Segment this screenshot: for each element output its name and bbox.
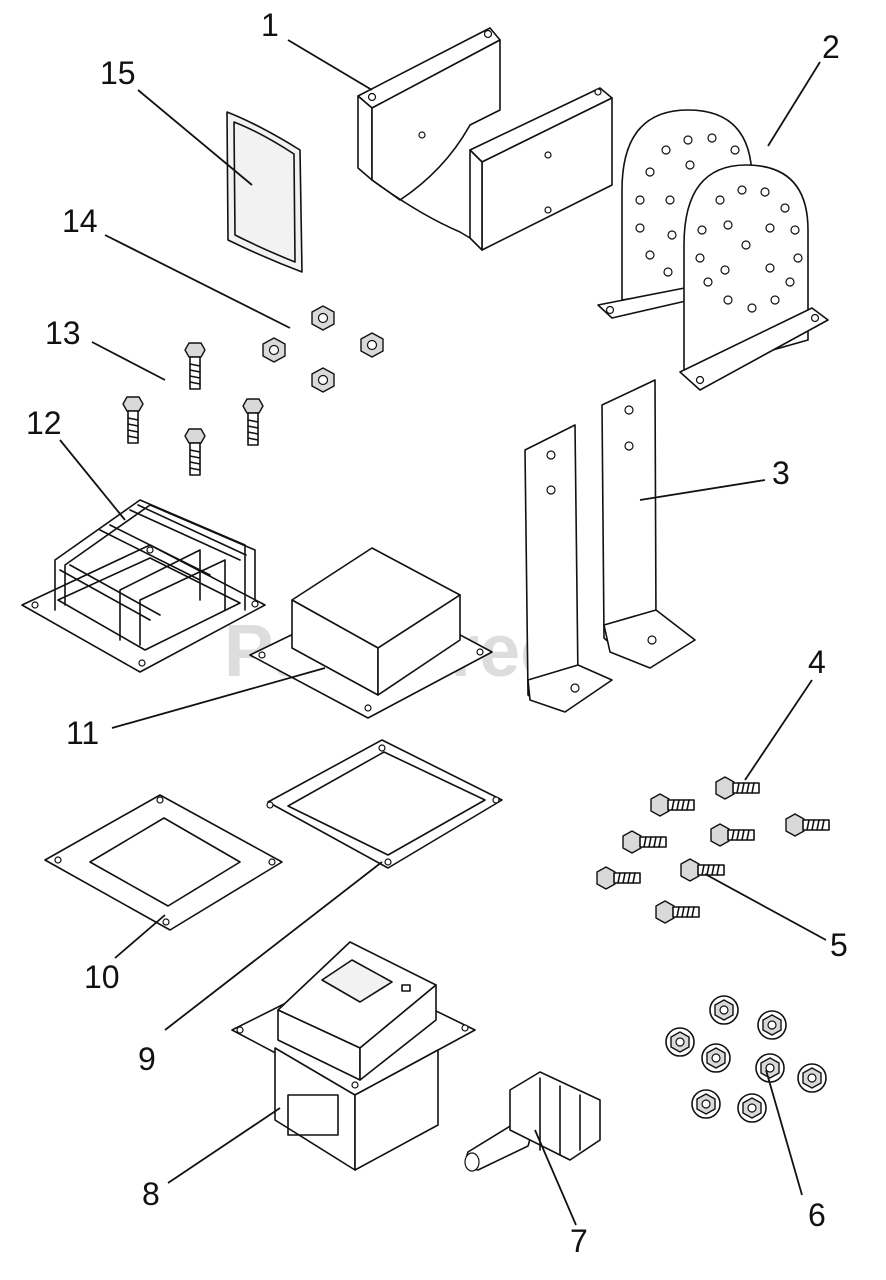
part-12-wire-guard (21, 499, 266, 673)
part-3-l-brackets (524, 379, 696, 713)
part-15-label (226, 111, 303, 273)
part-1-mounting-bracket (357, 27, 613, 251)
callout-4: 4 (808, 644, 826, 680)
part-9-gasket (266, 739, 503, 869)
callout-14: 14 (62, 203, 98, 239)
callout-9: 9 (138, 1041, 156, 1077)
callout-15: 15 (100, 55, 136, 91)
callout-6: 6 (808, 1197, 826, 1233)
callout-10: 10 (84, 959, 120, 995)
part-6-flange-nuts (665, 995, 827, 1123)
perforation-holes-back (635, 133, 740, 277)
callout-7: 7 (570, 1223, 588, 1259)
callout-numbers: 1 2 3 4 5 6 7 8 9 10 11 12 13 14 15 (26, 7, 848, 1259)
part-13-bolts (122, 342, 264, 476)
part-11-cover (249, 547, 493, 719)
callout-12: 12 (26, 405, 62, 441)
callout-11: 11 (66, 715, 99, 751)
callout-3: 3 (772, 455, 790, 491)
leader-lines (59, 39, 827, 1226)
perforation-holes-front (695, 185, 803, 313)
callout-1: 1 (261, 7, 279, 43)
callout-5: 5 (830, 927, 848, 963)
part-2-round-brackets (597, 109, 829, 391)
part-10-frame-plate (44, 794, 283, 931)
callout-13: 13 (45, 315, 81, 351)
part-7-grommet (464, 1071, 601, 1172)
part-4-5-bolts (596, 776, 830, 924)
part-14-nuts (262, 305, 384, 393)
callout-2: 2 (822, 29, 840, 65)
part-8-box (231, 941, 476, 1171)
callout-8: 8 (142, 1176, 160, 1212)
